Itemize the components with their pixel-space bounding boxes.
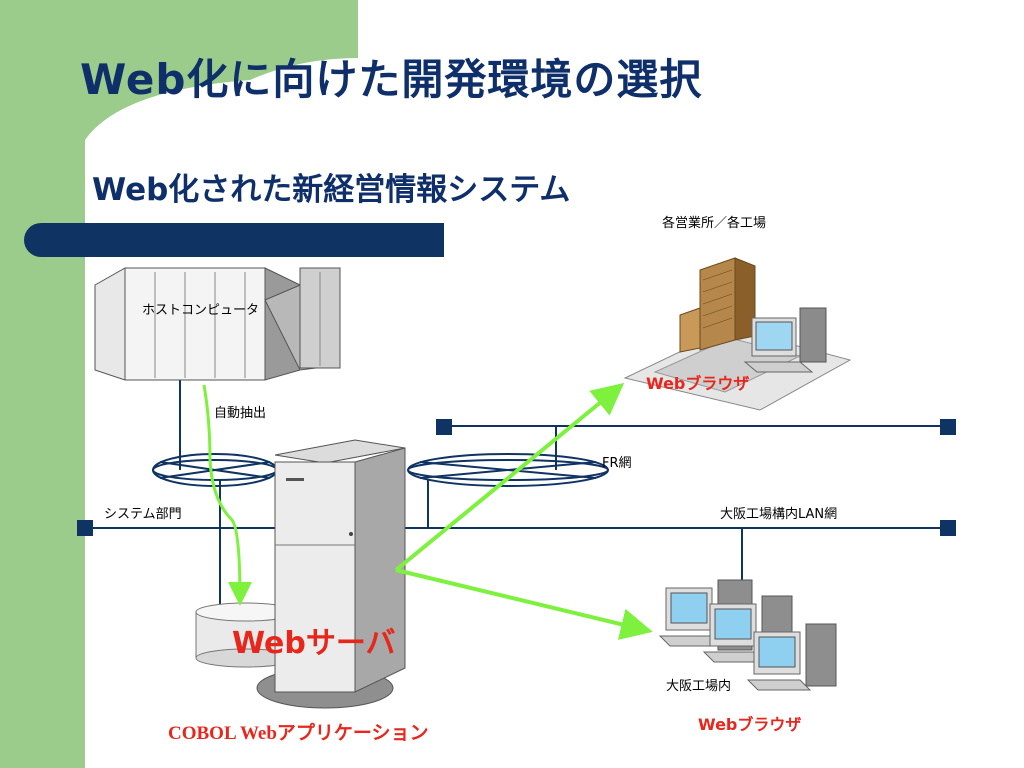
node-fr-left bbox=[436, 419, 452, 435]
host-computer-icon bbox=[94, 267, 341, 381]
node-fr-right bbox=[940, 419, 956, 435]
host-computer-label: ホストコンピュータ bbox=[142, 303, 260, 318]
web-server-icon bbox=[256, 439, 406, 709]
branches-label: 各営業所／各工場 bbox=[662, 216, 767, 231]
osaka-pc-group-icon bbox=[658, 579, 837, 691]
node-right bbox=[940, 520, 956, 536]
web-browser-osaka-label: Webブラウザ bbox=[698, 715, 802, 734]
branch-office-icon bbox=[623, 257, 852, 411]
sidebar-green-corner bbox=[85, 0, 358, 140]
auto-extract-label: 自動抽出 bbox=[214, 406, 267, 421]
osaka-lan-label: 大阪工場構内LAN網 bbox=[720, 507, 838, 522]
cobol-app-label: COBOL Webアプリケーション bbox=[168, 723, 429, 744]
node-left bbox=[77, 520, 93, 536]
slide-subtitle: Web化された新経営情報システム bbox=[92, 172, 571, 208]
web-server-label: Webサーバ bbox=[232, 626, 396, 661]
slide-title: Web化に向けた開発環境の選択 bbox=[80, 55, 703, 104]
fr-network-label: FR網 bbox=[602, 456, 632, 471]
web-browser-branch-label: Webブラウザ bbox=[646, 374, 750, 393]
system-dept-label: システム部門 bbox=[104, 507, 182, 522]
sidebar-green-band bbox=[0, 0, 85, 768]
arrow-to-branch bbox=[394, 382, 625, 572]
arrow-to-osaka bbox=[395, 568, 653, 640]
auto-extract-arrow bbox=[202, 384, 252, 606]
osaka-factory-label: 大阪工場内 bbox=[666, 679, 732, 694]
